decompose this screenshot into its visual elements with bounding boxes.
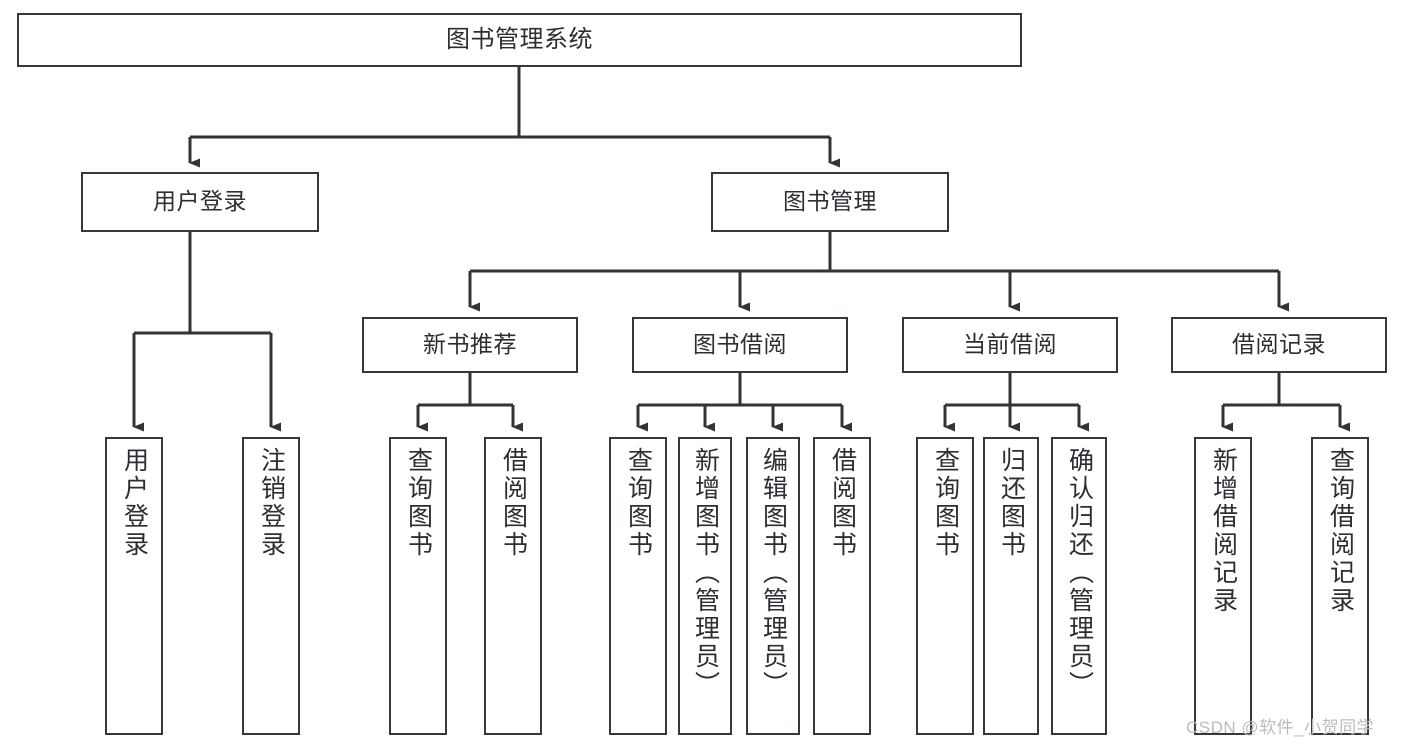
node-label: 查询图书: [931, 447, 960, 559]
node-label: 确认归还（管理员）: [1065, 447, 1094, 699]
node-leaf-edit-book[interactable]: 编辑图书（管理员）: [746, 437, 800, 735]
node-leaf-query-book-2[interactable]: 查询图书: [609, 437, 667, 735]
node-root[interactable]: 图书管理系统: [17, 13, 1022, 67]
node-label: 借阅图书: [828, 447, 857, 559]
node-borrow-record[interactable]: 借阅记录: [1171, 317, 1387, 373]
node-label: 查询图书: [624, 447, 653, 559]
node-current-borrow[interactable]: 当前借阅: [902, 317, 1118, 373]
node-book-manage[interactable]: 图书管理: [711, 172, 949, 232]
node-leaf-borrow-book-1[interactable]: 借阅图书: [484, 437, 542, 735]
node-leaf-borrow-book-2[interactable]: 借阅图书: [813, 437, 871, 735]
node-label: 图书借阅: [693, 331, 787, 358]
node-new-book-recommend[interactable]: 新书推荐: [362, 317, 578, 373]
node-label: 借阅图书: [499, 447, 528, 559]
node-leaf-user-login[interactable]: 用户登录: [105, 437, 163, 735]
node-label: 当前借阅: [963, 331, 1057, 358]
node-user-login[interactable]: 用户登录: [81, 172, 319, 232]
node-label: 新增图书（管理员）: [691, 447, 720, 699]
node-leaf-query-book-3[interactable]: 查询图书: [916, 437, 974, 735]
node-leaf-confirm-return[interactable]: 确认归还（管理员）: [1051, 437, 1107, 735]
node-label: 归还图书: [997, 447, 1026, 559]
node-leaf-logout-login[interactable]: 注销登录: [242, 437, 300, 735]
csdn-watermark: CSDN @软件_小贺同学: [1186, 718, 1375, 737]
node-book-borrow[interactable]: 图书借阅: [632, 317, 848, 373]
node-label: 图书管理: [783, 188, 877, 215]
node-label: 用户登录: [153, 188, 247, 215]
node-label: 编辑图书（管理员）: [759, 447, 788, 699]
node-label: 注销登录: [257, 447, 286, 559]
node-label: 查询借阅记录: [1326, 447, 1355, 615]
node-label: 新书推荐: [423, 331, 517, 358]
node-label: 新增借阅记录: [1209, 447, 1238, 615]
node-leaf-query-book-1[interactable]: 查询图书: [389, 437, 447, 735]
node-label: 用户登录: [120, 447, 149, 559]
node-leaf-query-record[interactable]: 查询借阅记录: [1311, 437, 1369, 735]
node-label: 查询图书: [404, 447, 433, 559]
node-leaf-add-record[interactable]: 新增借阅记录: [1194, 437, 1252, 735]
node-label: 图书管理系统: [446, 25, 593, 53]
node-leaf-return-book[interactable]: 归还图书: [983, 437, 1039, 735]
node-leaf-add-book[interactable]: 新增图书（管理员）: [678, 437, 732, 735]
node-label: 借阅记录: [1232, 331, 1326, 358]
